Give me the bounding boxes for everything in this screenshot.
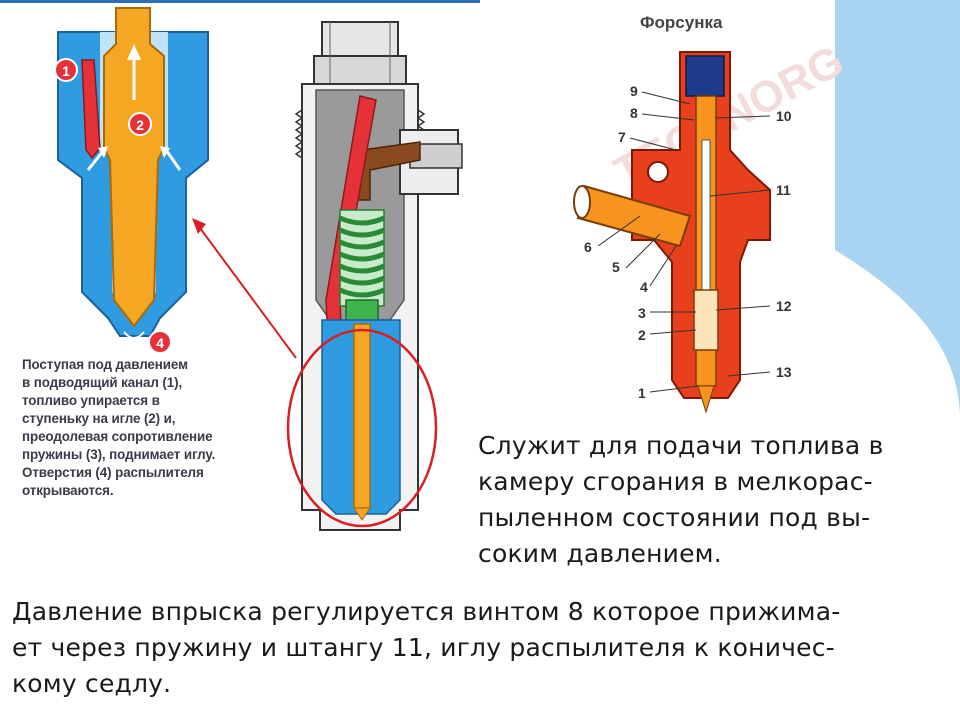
- caption-line: Поступая под давлением: [22, 357, 188, 372]
- labelled-injector: TECHNORG: [540, 0, 852, 420]
- diagram-title: Форсунка: [640, 13, 723, 32]
- pressure-text: Давление впрыска регулируется винтом 8 к…: [12, 594, 952, 702]
- top-edge-line: [0, 0, 480, 3]
- pressure-line: ет через пружину и штангу 11, иглу распы…: [12, 633, 835, 662]
- part-label-6: 6: [584, 239, 592, 255]
- marker-2: 2: [128, 112, 152, 136]
- svg-text:1: 1: [62, 63, 70, 79]
- part-label-3: 3: [638, 305, 646, 321]
- part-label-10: 10: [776, 108, 792, 124]
- part-labels: 9 8 7 6 5 4 3 2 1 10 11 12 13: [584, 83, 792, 401]
- purpose-text: Служит для подачи топлива в камеру сгора…: [478, 428, 948, 572]
- purpose-line: соким давлением.: [478, 539, 722, 568]
- part-label-12: 12: [776, 298, 792, 314]
- part-label-9: 9: [630, 83, 638, 99]
- part-label-11: 11: [776, 182, 791, 198]
- marker-4: 4: [148, 330, 172, 354]
- caption-line: преодолевая сопротивление: [22, 429, 213, 444]
- purpose-line: камеру сгорания в мелкорас-: [478, 467, 873, 496]
- svg-text:2: 2: [136, 117, 144, 133]
- part-label-5: 5: [612, 259, 620, 275]
- part-label-2: 2: [638, 327, 646, 343]
- injector-assembly: [286, 21, 463, 531]
- caption-line: Отверстия (4) распылителя: [22, 465, 204, 480]
- caption-line: топливо упирается в: [22, 393, 160, 408]
- pointer-arrow: [192, 218, 297, 359]
- part-label-4: 4: [640, 279, 648, 295]
- left-figure-caption: Поступая под давлением в подводящий кана…: [22, 356, 282, 500]
- caption-line: открываются.: [22, 483, 114, 498]
- part-label-13: 13: [776, 364, 792, 380]
- caption-line: в подводящий канал (1),: [22, 375, 183, 390]
- svg-text:4: 4: [156, 335, 164, 351]
- pressure-line: Давление впрыска регулируется винтом 8 к…: [12, 597, 841, 626]
- part-label-8: 8: [630, 105, 638, 121]
- purpose-line: пыленном состоянии под вы-: [478, 503, 871, 532]
- part-label-1: 1: [638, 385, 646, 401]
- nozzle-cross-section: [57, 7, 209, 339]
- caption-line: пружины (3), поднимает иглу.: [22, 447, 216, 462]
- part-label-7: 7: [618, 129, 626, 145]
- caption-line: ступеньку на игле (2) и,: [22, 411, 176, 426]
- leader-lines: [597, 91, 771, 393]
- purpose-line: Служит для подачи топлива в: [478, 431, 884, 460]
- background-wave: [0, 520, 960, 720]
- pressure-line: кому седлу.: [12, 669, 172, 698]
- marker-1: 1: [54, 58, 78, 82]
